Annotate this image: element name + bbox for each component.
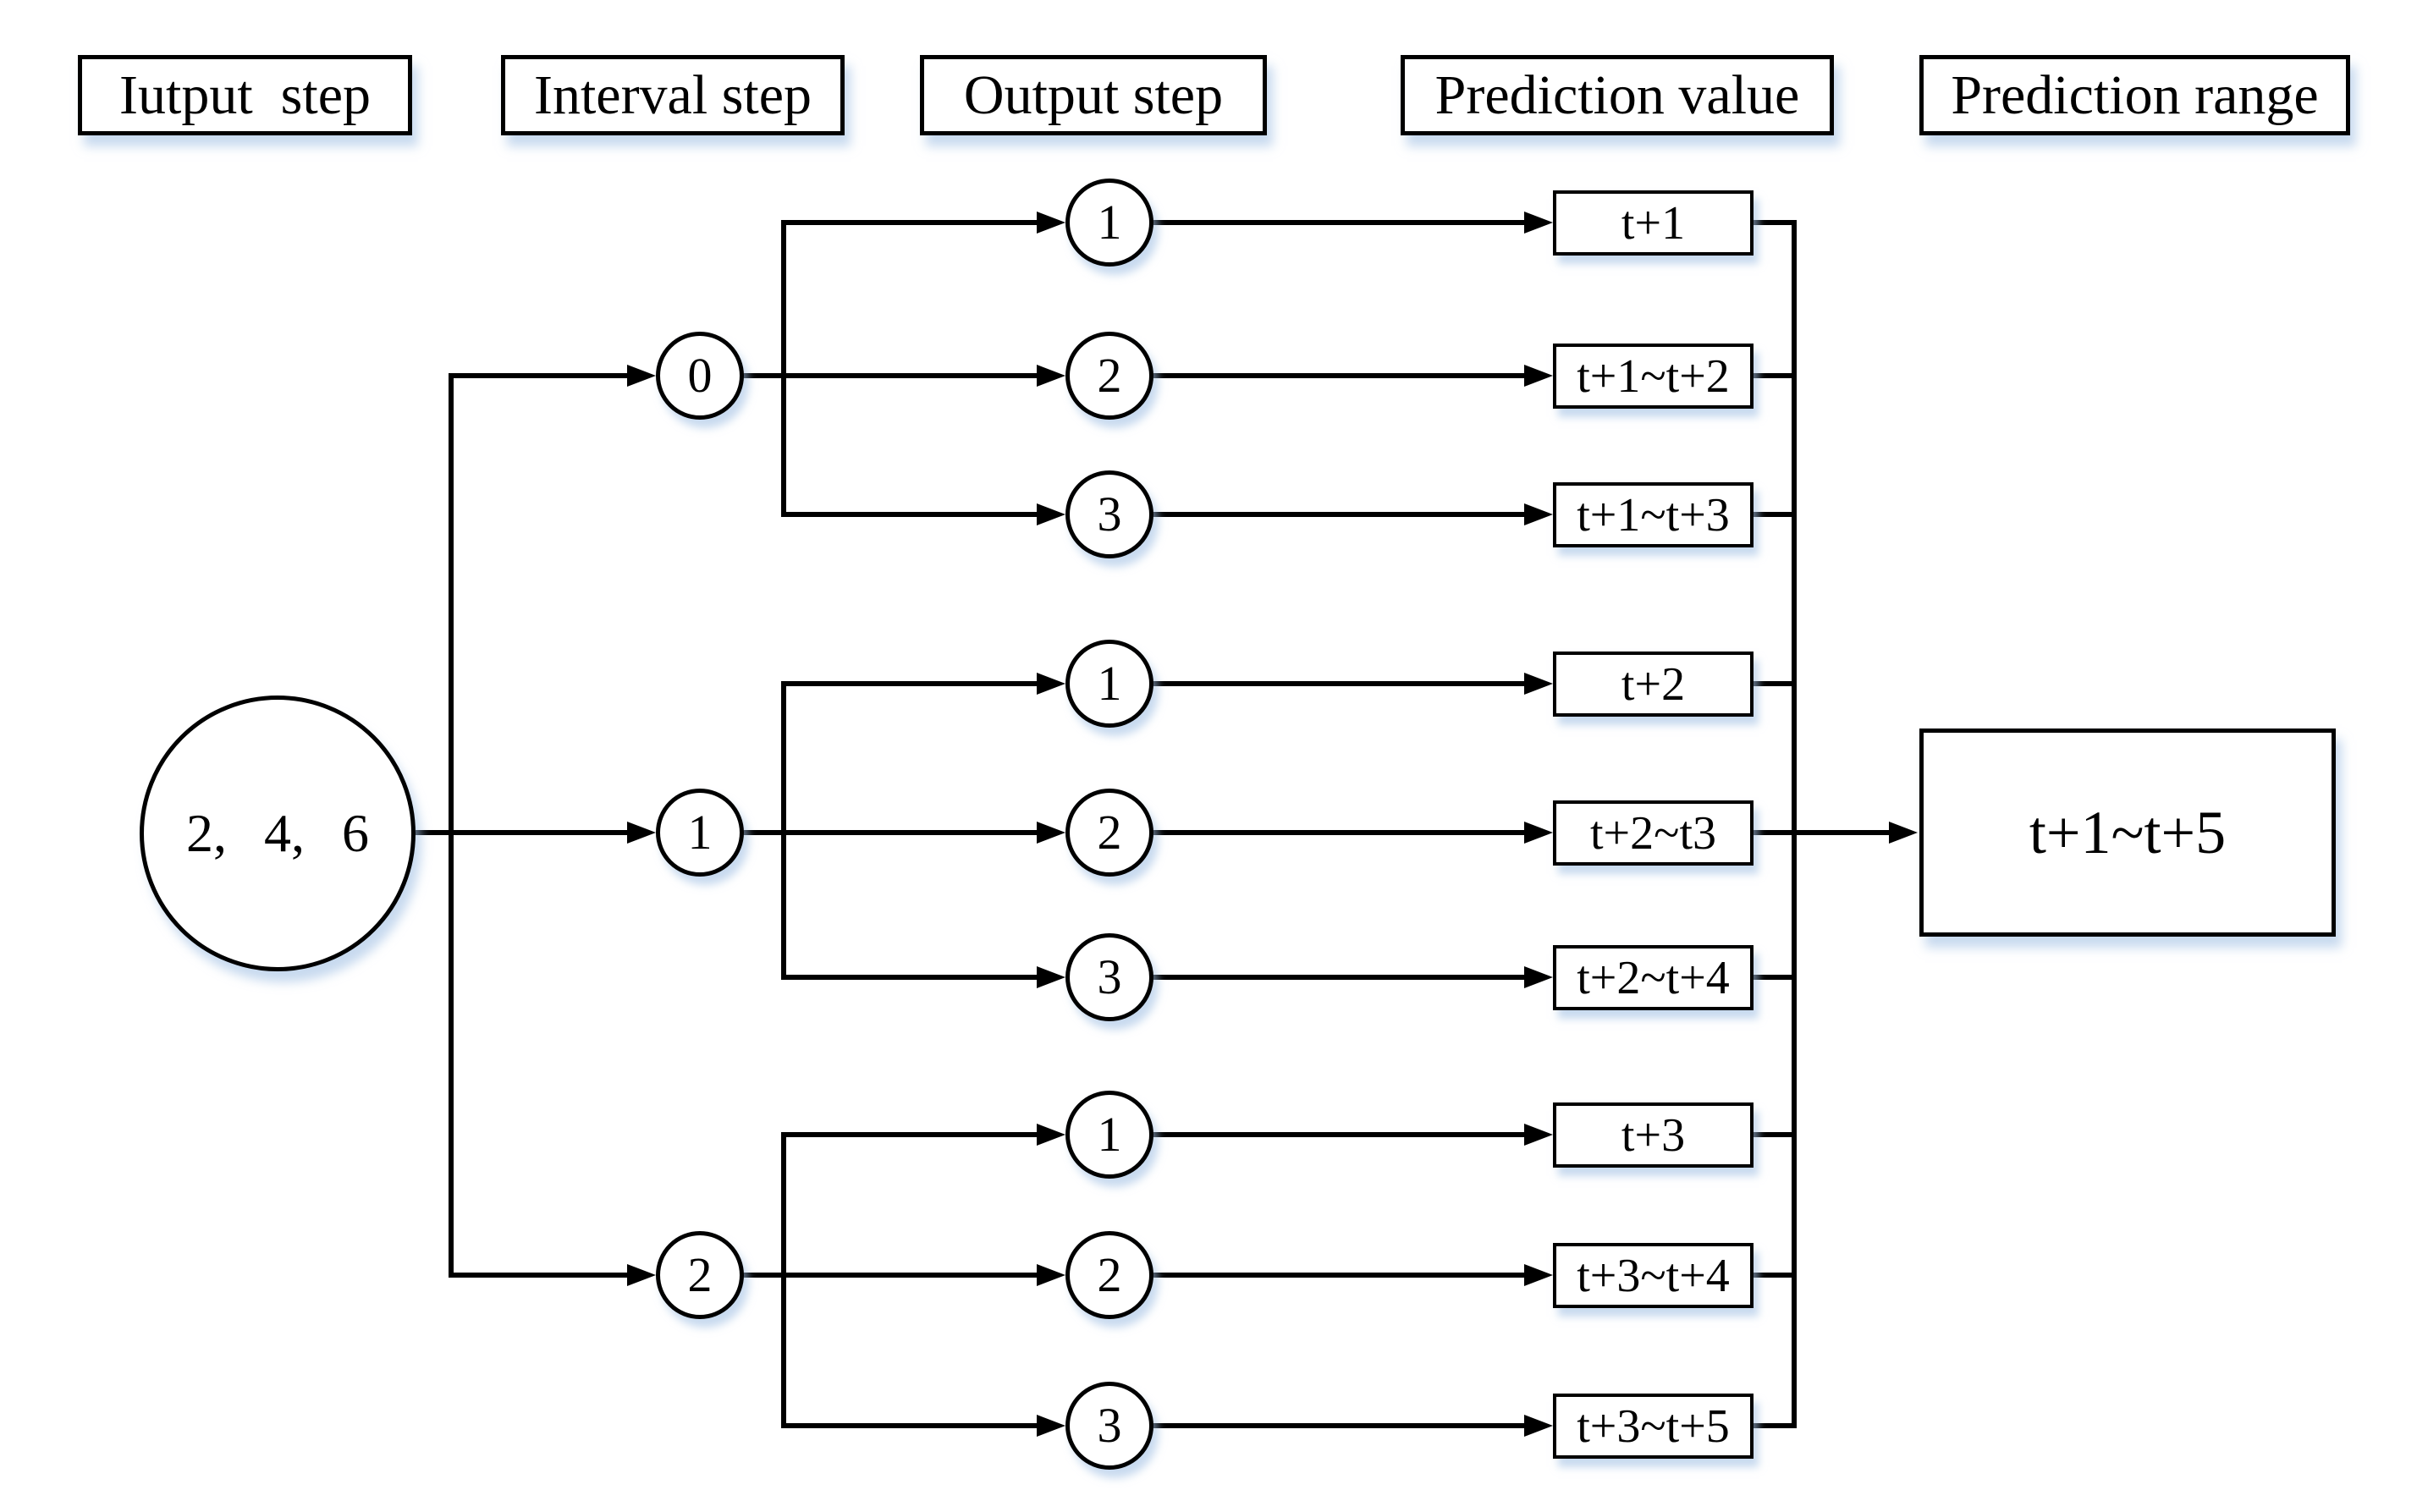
output-node-g1-1: 1 xyxy=(1065,640,1153,728)
prediction-value-box-2: t+1~t+2 xyxy=(1553,344,1754,409)
arrowhead-icon xyxy=(627,822,656,844)
prediction-value-box-3: t+1~t+3 xyxy=(1553,482,1754,547)
prediction-value-box-5: t+2~t3 xyxy=(1553,800,1754,866)
arrowhead-icon xyxy=(1037,503,1065,525)
arrowhead-icon xyxy=(1889,822,1918,844)
arrowhead-icon xyxy=(1524,1264,1553,1286)
input-node-circle: 2, 4, 6 xyxy=(140,696,416,971)
arrowhead-icon xyxy=(1037,1264,1065,1286)
arrowhead-icon xyxy=(1524,365,1553,387)
header-iutput-step: Iutput step xyxy=(78,55,412,135)
output-node-g2-1: 1 xyxy=(1065,1091,1153,1179)
arrowhead-icon xyxy=(1524,212,1553,234)
arrowhead-icon xyxy=(1524,503,1553,525)
prediction-value-box-4: t+2 xyxy=(1553,652,1754,717)
arrowhead-icon xyxy=(1037,365,1065,387)
arrowhead-icon xyxy=(627,365,656,387)
output-node-g2-3: 3 xyxy=(1065,1382,1153,1470)
prediction-value-box-1: t+1 xyxy=(1553,190,1754,256)
arrowhead-icon xyxy=(627,1264,656,1286)
prediction-value-box-8: t+3~t+4 xyxy=(1553,1243,1754,1308)
prediction-value-box-9: t+3~t+5 xyxy=(1553,1394,1754,1459)
interval-node-0: 0 xyxy=(656,332,744,420)
arrowhead-icon xyxy=(1524,822,1553,844)
prediction-range-box: t+1~t+5 xyxy=(1919,729,2336,937)
arrowhead-icon xyxy=(1524,673,1553,695)
prediction-value-box-7: t+3 xyxy=(1553,1102,1754,1168)
header-prediction-range: Prediction range xyxy=(1919,55,2350,135)
arrowhead-icon xyxy=(1037,212,1065,234)
output-node-g0-2: 2 xyxy=(1065,332,1153,420)
header-prediction-value: Prediction value xyxy=(1401,55,1834,135)
output-node-g1-3: 3 xyxy=(1065,933,1153,1021)
output-node-g0-1: 1 xyxy=(1065,179,1153,267)
header-interval-step: Interval step xyxy=(501,55,845,135)
arrowhead-icon xyxy=(1037,1415,1065,1437)
arrowhead-icon xyxy=(1524,1415,1553,1437)
output-node-g0-3: 3 xyxy=(1065,470,1153,558)
arrowhead-icon xyxy=(1037,966,1065,988)
arrowhead-icon xyxy=(1037,822,1065,844)
interval-node-2: 2 xyxy=(656,1231,744,1319)
output-node-g2-2: 2 xyxy=(1065,1231,1153,1319)
interval-node-1: 1 xyxy=(656,789,744,877)
output-node-g1-2: 2 xyxy=(1065,789,1153,877)
arrowhead-icon xyxy=(1524,966,1553,988)
arrowhead-icon xyxy=(1037,673,1065,695)
prediction-value-box-6: t+2~t+4 xyxy=(1553,945,1754,1010)
arrowhead-icon xyxy=(1037,1124,1065,1146)
header-output-step: Output step xyxy=(920,55,1267,135)
arrowhead-icon xyxy=(1524,1124,1553,1146)
